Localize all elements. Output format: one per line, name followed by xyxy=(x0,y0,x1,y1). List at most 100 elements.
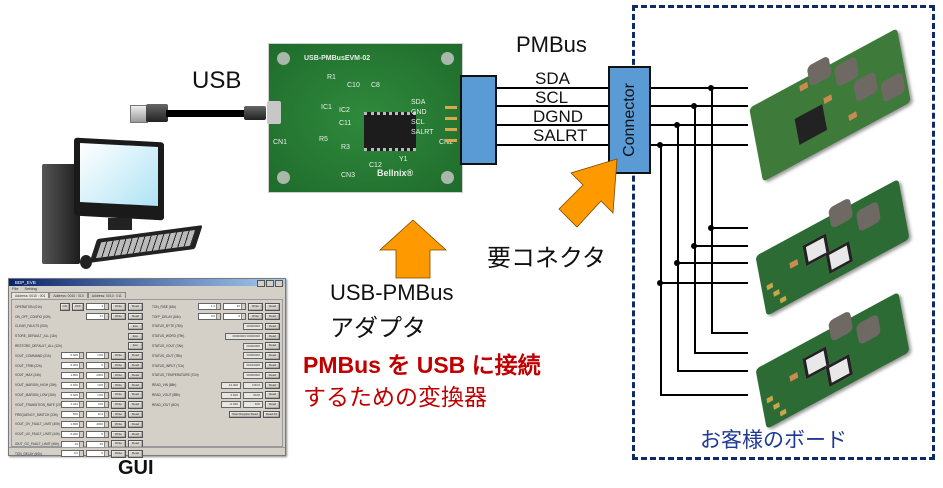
mount-hole xyxy=(441,171,454,184)
value-spinbox[interactable]: C00 xyxy=(86,352,109,360)
bus-dgnd-trunk xyxy=(677,124,679,372)
write-button[interactable]: Write xyxy=(111,450,126,458)
value-spinbox[interactable]: 1.2 xyxy=(198,303,221,311)
value-spinbox[interactable]: 2000 xyxy=(86,420,109,428)
toggle-button-off[interactable]: OFF xyxy=(72,303,84,311)
tab-address-011[interactable]: Address: 0010 : 011 xyxy=(87,292,126,298)
read-button[interactable]: Read xyxy=(128,312,143,321)
computer-illustration xyxy=(38,137,203,270)
value-spinbox[interactable]: 1.042 xyxy=(61,401,84,409)
read-all-button[interactable]: Read All xyxy=(262,410,280,419)
menu-setting[interactable]: Setting xyxy=(24,286,37,291)
value-spinbox[interactable]: 1.800 xyxy=(61,420,84,428)
read-button[interactable]: Read xyxy=(128,420,143,429)
write-button[interactable]: Write xyxy=(111,410,126,419)
read-button[interactable]: Read xyxy=(265,361,280,370)
value-spinbox[interactable]: 17 xyxy=(86,313,109,321)
value-spinbox[interactable]: 1F4 xyxy=(86,411,109,419)
pin-label-salrt: SALRT xyxy=(411,129,434,136)
monitor-stand xyxy=(108,218,132,230)
value-spinbox[interactable]: 0.600 xyxy=(61,352,84,360)
write-button[interactable]: Write xyxy=(248,303,263,311)
maximize-button[interactable] xyxy=(266,280,274,287)
read-button[interactable]: Read xyxy=(128,401,143,409)
signal-label-scl: SCL xyxy=(535,88,569,107)
value-spinbox[interactable]: 1.800 xyxy=(61,371,84,379)
value-spinbox[interactable]: 0.000 xyxy=(61,362,84,370)
write-button[interactable]: Write xyxy=(111,430,126,438)
wire-salrt xyxy=(497,144,609,146)
exe-button[interactable]: Exe xyxy=(128,322,143,331)
read-button[interactable]: Read xyxy=(128,410,143,419)
tab-address-001[interactable]: Address: 0010 : 001 xyxy=(11,292,50,298)
read-button[interactable]: Read xyxy=(265,342,280,350)
read-button[interactable]: Read xyxy=(265,312,280,321)
exe-button[interactable]: Exe xyxy=(128,332,143,341)
write-button[interactable]: Write xyxy=(111,401,126,409)
tab-address-010[interactable]: Address: 0010 : 010 xyxy=(49,292,88,298)
cn2-header-pins xyxy=(445,102,457,146)
value-spinbox[interactable]: 0 xyxy=(86,430,109,438)
value-spinbox[interactable]: 0.0 xyxy=(61,450,84,458)
read-button[interactable]: Read xyxy=(128,303,143,311)
write-button[interactable]: Write xyxy=(111,391,126,399)
value-spinbox[interactable]: C00 xyxy=(86,391,109,399)
read-button[interactable]: Read xyxy=(128,450,143,458)
value-spinbox[interactable]: 0 xyxy=(223,313,246,321)
write-button[interactable]: Write xyxy=(111,361,126,370)
exe-button[interactable]: Exe xyxy=(128,342,143,350)
read-button[interactable]: Read xyxy=(128,381,143,390)
read-button[interactable]: Read xyxy=(265,303,280,311)
toggle-button-on[interactable]: ON xyxy=(59,303,70,311)
value-spinbox[interactable]: 4 xyxy=(86,303,109,311)
read-button[interactable]: Read xyxy=(128,371,143,380)
read-button[interactable]: Read xyxy=(128,430,143,438)
value-spinbox[interactable]: 0.0 xyxy=(198,313,221,321)
value-spinbox[interactable]: 500 xyxy=(61,411,84,419)
read-button[interactable]: Read xyxy=(265,332,280,341)
value-spinbox[interactable]: 0 xyxy=(86,362,109,370)
read-button[interactable]: Read xyxy=(265,381,280,390)
read-button[interactable]: Read xyxy=(265,322,280,331)
write-button[interactable]: Write xyxy=(111,303,126,311)
write-button[interactable]: Write xyxy=(111,371,126,380)
value-spinbox[interactable]: 0.000 xyxy=(61,430,84,438)
value-spinbox[interactable]: 0.600 xyxy=(61,381,84,389)
read-button[interactable]: Read xyxy=(265,352,280,360)
value-spinbox[interactable]: 20 xyxy=(223,303,246,311)
value-spinbox[interactable]: 0 xyxy=(86,450,109,458)
read-button[interactable]: Read xyxy=(265,371,280,380)
register-row: RESTORE_DEFAULT_ALL (12h)Exe xyxy=(15,341,143,351)
read-button[interactable]: Read xyxy=(128,352,143,360)
read-button[interactable]: Read xyxy=(128,391,143,399)
c8-label: C8 xyxy=(371,82,380,89)
value-spinbox[interactable]: C00 xyxy=(86,381,109,389)
read-button[interactable]: Read xyxy=(265,391,280,399)
junction-dot xyxy=(657,280,663,286)
write-button[interactable]: Write xyxy=(111,312,126,321)
readout-field: F00 xyxy=(243,401,263,409)
read-button[interactable]: Read xyxy=(265,401,280,409)
menu-file[interactable]: File xyxy=(12,286,19,291)
write-button[interactable]: Write xyxy=(111,381,126,390)
write-button[interactable]: Write xyxy=(111,352,126,360)
start-regular-read-button[interactable]: Start Regular Read xyxy=(229,410,261,419)
value-spinbox[interactable]: 100 xyxy=(86,401,109,409)
read-button[interactable]: Read xyxy=(128,361,143,370)
write-button[interactable]: Write xyxy=(111,420,126,429)
minimize-button[interactable] xyxy=(257,280,265,287)
register-row: CLEAR_FAULTS (03h)Exe xyxy=(15,322,143,332)
customer-board-label: お客様のボード xyxy=(700,429,847,452)
value-spinbox[interactable]: 2000 xyxy=(86,371,109,379)
close-button[interactable] xyxy=(275,280,283,287)
value-spinbox[interactable]: 0.600 xyxy=(61,391,84,399)
write-button[interactable]: Write xyxy=(248,312,263,321)
